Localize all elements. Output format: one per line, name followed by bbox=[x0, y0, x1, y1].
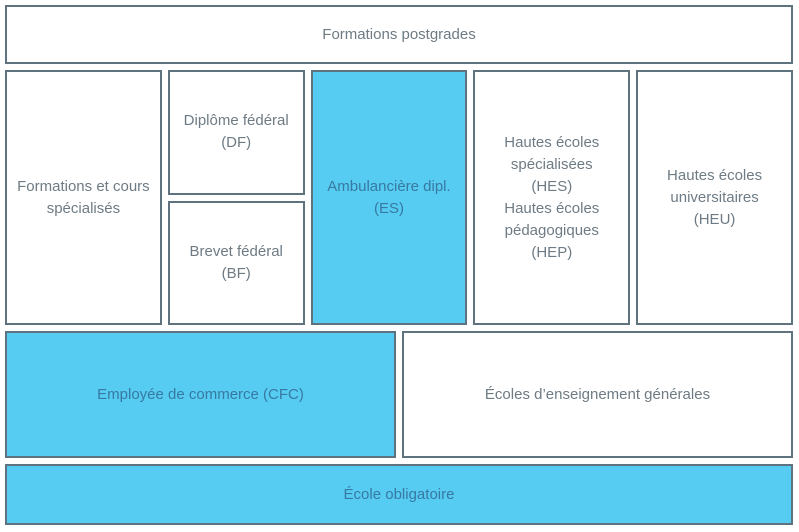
column-federal-titles: Diplôme fédéral (DF) Brevet fédéral (BF) bbox=[167, 70, 305, 325]
box-diplome-federal: Diplôme fédéral (DF) bbox=[167, 70, 305, 195]
row-tertiary: Formations et cours spécialisés Diplôme … bbox=[5, 70, 793, 325]
box-employee-de-commerce-cfc: Employée de commerce (CFC) bbox=[5, 331, 396, 458]
row-obligatoire: École obligatoire bbox=[5, 464, 793, 525]
box-ecole-obligatoire: École obligatoire bbox=[5, 464, 793, 525]
box-ambulanciere-dipl-es: Ambulancière dipl. (ES) bbox=[310, 70, 468, 325]
box-brevet-federal: Brevet fédéral (BF) bbox=[167, 200, 305, 325]
box-hautes-ecoles-heu: Hautes écoles universitaires (HEU) bbox=[636, 70, 793, 325]
box-formations-cours-specialises: Formations et cours spécialisés bbox=[5, 70, 162, 325]
row-postgrades: Formations postgrades bbox=[5, 5, 793, 64]
box-ecoles-enseignement-generales: Écoles d’enseignement générales bbox=[402, 331, 793, 458]
row-secondary: Employée de commerce (CFC) Écoles d’ense… bbox=[5, 331, 793, 458]
box-hautes-ecoles-hes-hep: Hautes écoles spécialisées (HES) Hautes … bbox=[473, 70, 631, 325]
box-formations-postgrades: Formations postgrades bbox=[5, 5, 793, 64]
